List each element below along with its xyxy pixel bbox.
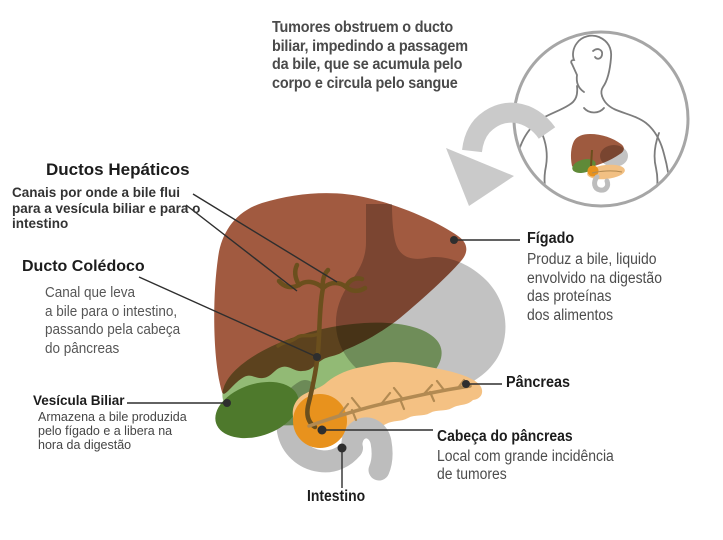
bile-duct-tree <box>276 262 368 430</box>
intro-line: Tumores obstruem o ducto <box>272 19 454 36</box>
mini-bile-duct <box>590 149 593 167</box>
cabeca-do-pancreas-title: Cabeça do pâncreas <box>437 428 573 445</box>
liver-shape <box>214 193 467 394</box>
hepaticos-leader-line-2 <box>185 204 298 292</box>
ducto-coledoco-title: Ducto Colédoco <box>22 258 145 275</box>
description-line: Canais por onde a bile flui <box>12 185 181 200</box>
description-line: hora da digestão <box>38 437 132 452</box>
intro-line: da bile, que se acumula pelo <box>272 56 463 73</box>
vesicula-biliar-title: Vesícula Biliar <box>33 393 125 408</box>
inset-circle <box>512 30 690 208</box>
description-line: para a vesícula biliar e para o <box>12 200 201 216</box>
figado-description: Produz a bile, liquido envolvido na dige… <box>527 251 662 325</box>
description-line: do pâncreas <box>45 339 120 357</box>
mini-tumor-shape <box>587 165 599 177</box>
cabeca-marker-dot <box>317 425 327 435</box>
leader-lines <box>127 193 520 488</box>
hepaticos-leader-line <box>192 193 338 283</box>
duodenum-hook-shape <box>341 417 393 481</box>
description-line: pelo fígado e a libera na <box>38 423 173 438</box>
description-line: Armazena a bile produzida <box>38 410 187 424</box>
vesicula-marker-dot <box>223 399 231 407</box>
mini-pancreatic-duct <box>591 170 623 174</box>
ductos-hepaticos-description: Canais por onde a bile flui para a vesíc… <box>12 185 200 232</box>
description-line: envolvido na digestão <box>527 269 662 287</box>
pancreatic-duct <box>307 378 472 428</box>
ductos-hepaticos-title: Ductos Hepáticos <box>46 160 190 179</box>
intro-line: biliar, impedindo a passagem <box>272 37 468 55</box>
gallbladder-shape <box>215 381 299 439</box>
pancreas-title: Pâncreas <box>506 374 571 391</box>
description-line: dos alimentos <box>527 306 614 324</box>
cabeca-do-pancreas-description: Local com grande incidência de tumores <box>437 448 614 483</box>
intro-text: Tumores obstruem o ducto biliar, impedin… <box>272 19 468 93</box>
mini-stomach-shape <box>600 145 628 167</box>
ducto-coledoco-description: Canal que leva a bile para o intestino, … <box>45 284 180 358</box>
description-line: a bile para o intestino, <box>45 302 178 320</box>
description-line: passando pela cabeça <box>45 321 181 338</box>
intestino-marker-dot <box>337 443 347 453</box>
coledoco-leader-line <box>138 276 318 358</box>
description-line: de tumores <box>437 465 507 483</box>
intestino-title: Intestino <box>307 488 366 505</box>
figado-marker-dot <box>450 236 458 244</box>
description-line: das proteínas <box>527 288 612 305</box>
mini-duodenum <box>592 174 611 193</box>
intro-line: corpo e circula pelo sangue <box>272 74 458 92</box>
description-line: Local com grande incidência <box>437 448 614 465</box>
description-line: intestino <box>12 216 69 231</box>
description-line: Canal que leva <box>45 284 136 301</box>
pancreas-marker-dot <box>462 380 470 388</box>
figado-title: Fígado <box>527 230 575 247</box>
zoom-arrow-icon <box>446 102 556 206</box>
mini-organs <box>570 134 628 193</box>
coledoco-marker-dot <box>313 353 321 361</box>
vesicula-biliar-description: Armazena a bile produzida pelo fígado e … <box>38 410 187 452</box>
description-line: Produz a bile, liquido <box>527 251 657 268</box>
